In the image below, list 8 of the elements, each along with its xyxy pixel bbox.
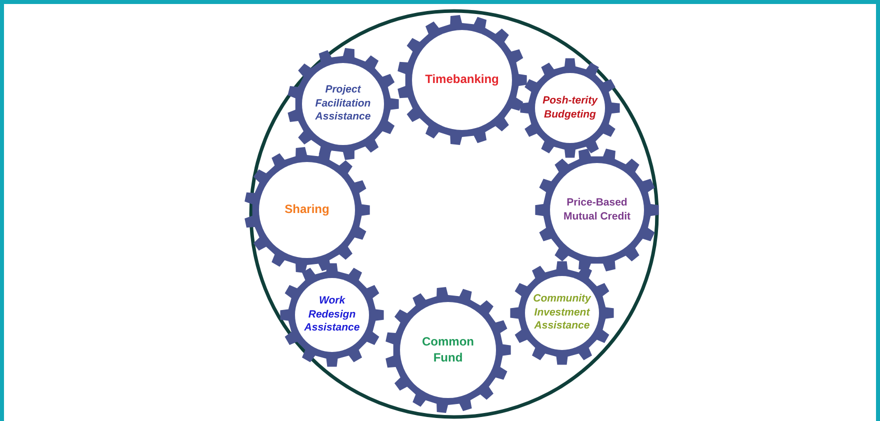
gear-label: Work Redesign Assistance	[303, 294, 361, 336]
gear-label: Timebanking	[424, 72, 500, 88]
gear-label: Sharing	[284, 202, 330, 218]
gear-label: Price-Based Mutual Credit	[562, 196, 632, 224]
gear-label: Posh-terity Budgeting	[542, 94, 599, 122]
gear-label: Common Fund	[421, 334, 475, 366]
gear-label: Project Facilitation Assistance	[314, 84, 372, 124]
gear-label: Community Investment Assistance	[532, 292, 592, 334]
